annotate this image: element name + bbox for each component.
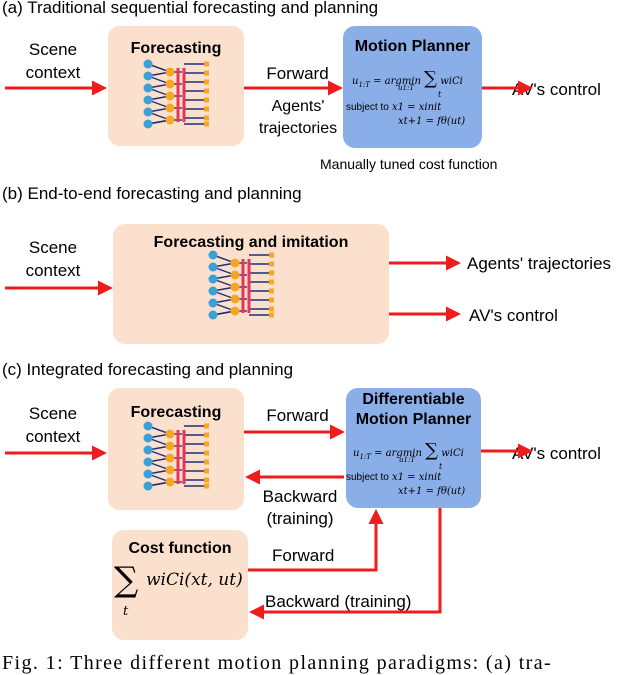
section-b-imitation-title: Forecasting and imitation — [153, 234, 349, 251]
section-a-cost-note: Manually tuned cost function — [320, 156, 498, 172]
section-a-forecasting-box — [108, 26, 244, 146]
section-c-sum-sub: t — [439, 462, 443, 471]
cost-function-box — [112, 530, 248, 640]
section-b-output-trajectories: Agents' trajectories — [467, 254, 612, 273]
section-b-imitation-box — [113, 224, 389, 344]
section-c-heading: (c) Integrated forecasting and planning — [2, 360, 294, 379]
section-a-constraint-2: xt+1 = fθ(ut) — [398, 116, 466, 127]
neural-network-icon — [208, 250, 274, 320]
figure-caption: Fig. 1: Three different motion planning … — [2, 652, 553, 674]
section-a-constraint-1: subject to x1 = xinit — [346, 102, 442, 113]
section-c-output-label: AV's control — [512, 444, 601, 463]
section-a-sum-sub: t — [438, 90, 442, 99]
section-a-input-label: Scene context — [25, 40, 81, 82]
cost-sum-symbol: ∑ — [114, 560, 139, 600]
section-a-output-label: AV's control — [512, 80, 601, 99]
arrow-cost-forward — [248, 509, 384, 572]
section-c-planner-box — [346, 388, 481, 508]
cost-sum-sub: t — [123, 604, 129, 619]
section-c-backward-label: Backward (training) — [262, 487, 338, 528]
section-c-argmin-sub: u1:T — [399, 456, 415, 464]
section-a-planner-title: Motion Planner — [354, 38, 471, 55]
cost-function-title: Cost function — [128, 540, 232, 557]
neural-network-icon — [143, 421, 209, 491]
section-c-constraint-1: subject to x1 = xinit — [346, 472, 442, 483]
section-a-agents-label: Agents' trajectories — [258, 98, 338, 137]
cost-formula: wiCi(xt, ut) — [146, 570, 243, 590]
section-b-heading: (b) End-to-end forecasting and planning — [2, 184, 302, 203]
section-c-input-label: Scene context — [25, 404, 81, 446]
cost-backward-label: Backward (training) — [265, 592, 412, 611]
section-c-planner-title: Differentiable Motion Planner — [355, 391, 472, 428]
section-c-forward-label: Forward — [266, 406, 329, 425]
section-c-constraint-2: xt+1 = fθ(ut) — [398, 486, 466, 497]
section-a-equation: u1:T = argmin ∑ wiCi — [352, 68, 463, 89]
section-a-heading: (a) Traditional sequential forecasting a… — [2, 0, 379, 17]
section-b-output-control: AV's control — [469, 306, 558, 325]
section-a-planner-box — [343, 26, 482, 148]
section-c-forecasting-title: Forecasting — [130, 404, 222, 421]
section-c-forecasting-box — [108, 388, 244, 510]
section-a-forward-label: Forward — [266, 64, 329, 83]
neural-network-icon — [143, 59, 209, 129]
section-c-equation: u1:T = argmin ∑ wiCi — [353, 440, 464, 461]
section-a-forecasting-title: Forecasting — [130, 40, 222, 57]
section-b-input-label: Scene context — [25, 238, 81, 280]
cost-forward-label: Forward — [272, 546, 335, 565]
section-a-argmin-sub: u1:T — [398, 84, 414, 92]
arrow-cost-backward — [249, 508, 442, 620]
